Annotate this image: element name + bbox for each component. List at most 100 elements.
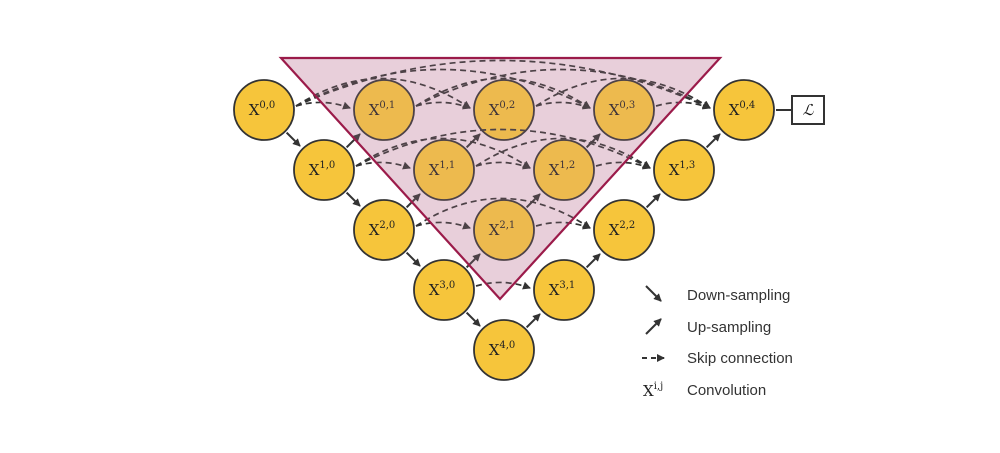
node-label-base: X [429, 161, 440, 179]
node-label: X0,3 [609, 100, 636, 119]
up-sampling-arrow [345, 133, 361, 149]
node-circle [233, 79, 295, 141]
node-label-sup: 0,3 [619, 100, 635, 111]
convolution-nodes: X0,0X1,0X2,0X3,0X4,0X0,1X1,1X2,1X3,1X0,2… [233, 79, 775, 381]
node-circle [713, 79, 775, 141]
triangle-outline [278, 56, 723, 301]
node-label-sup: 0,2 [499, 100, 515, 111]
node-circle [653, 139, 715, 201]
node-x-0-1: X0,1 [353, 79, 415, 141]
node-label: X0,0 [249, 100, 276, 119]
skip-connection-arrow [415, 221, 471, 230]
node-label: X2,1 [489, 220, 516, 239]
down-sampling-arrow-icon [645, 285, 662, 302]
skip-connection-arrow [655, 101, 711, 110]
node-circle [593, 199, 655, 261]
skip-connection-arrow [535, 101, 591, 110]
node-label-sup: 2,1 [499, 220, 515, 231]
node-label-sup: 4,0 [499, 340, 515, 351]
node-x-2-2: X2,2 [593, 199, 655, 261]
legend-conv-label: Convolution [687, 382, 766, 399]
node-label-sup: 3,1 [559, 280, 575, 291]
up-sampling-arrow [525, 193, 541, 209]
skip-connection-arrow [475, 137, 651, 169]
skip-connections [295, 59, 711, 290]
node-label-base: X [489, 101, 500, 119]
loss-label: ℒ [803, 101, 815, 119]
node-circle [413, 259, 475, 321]
node-circle [473, 199, 535, 261]
legend-down-label: Down-sampling [687, 287, 790, 304]
node-label: X0,2 [489, 100, 516, 119]
up-sampling-arrow [405, 193, 421, 209]
up-sampling-arrow-icon [645, 318, 662, 335]
down-sampling-arrow [345, 191, 361, 207]
node-x-0-0: X0,0 [233, 79, 295, 141]
up-sampling-arrow [585, 253, 601, 269]
node-x-0-2: X0,2 [473, 79, 535, 141]
skip-connection-arrow [355, 128, 651, 169]
highlight-triangle-overlay [278, 56, 723, 301]
node-circle [353, 79, 415, 141]
node-label-base: X [729, 101, 740, 119]
up-sampling-arrow [705, 133, 721, 149]
node-x-0-4: X0,4 [713, 79, 775, 141]
sampling-edges [285, 131, 721, 329]
node-circle [353, 199, 415, 261]
node-label-sup: 3,0 [439, 280, 455, 291]
node-circle [533, 259, 595, 321]
node-label: X0,1 [369, 100, 396, 119]
node-label-sup: 0,0 [259, 100, 275, 111]
skip-connection-arrow [415, 197, 591, 229]
loss-box [791, 95, 825, 125]
node-circle [473, 319, 535, 381]
node-label-base: X [609, 101, 620, 119]
skip-connection-arrow [475, 161, 531, 170]
node-label-sup: 1,2 [559, 160, 575, 171]
node-circle [593, 79, 655, 141]
skip-connection-arrow [415, 101, 471, 110]
skip-connection-arrow [295, 68, 591, 109]
node-label: X3,1 [549, 280, 576, 299]
down-sampling-arrow [465, 311, 481, 327]
node-label-sup: 2,2 [619, 220, 635, 231]
node-label: X3,0 [429, 280, 456, 299]
node-label-base: X [369, 101, 380, 119]
up-sampling-arrow [585, 133, 601, 149]
up-sampling-arrow [645, 193, 661, 209]
node-circle [473, 79, 535, 141]
node-label: X4,0 [489, 340, 516, 359]
node-label-sup: 1,1 [439, 160, 455, 171]
skip-connection-arrow [295, 59, 711, 109]
node-x-1-3: X1,3 [653, 139, 715, 201]
node-label: X1,0 [309, 160, 336, 179]
node-label-base: X [309, 161, 320, 179]
skip-connection-arrow [535, 77, 711, 109]
node-circle [413, 139, 475, 201]
node-x-2-0: X2,0 [353, 199, 415, 261]
node-x-2-1: X2,1 [473, 199, 535, 261]
node-label-base: X [549, 281, 560, 299]
node-label: X1,1 [429, 160, 456, 179]
node-label-base: X [609, 221, 620, 239]
node-x-4-0: X4,0 [473, 319, 535, 381]
node-label-base: X [369, 221, 380, 239]
node-x-1-0: X1,0 [293, 139, 355, 201]
node-circle [533, 139, 595, 201]
legend-skip-label: Skip connection [687, 350, 793, 367]
node-x-1-2: X1,2 [533, 139, 595, 201]
node-label-base: X [489, 341, 500, 359]
down-sampling-arrow [285, 131, 301, 147]
node-x-3-0: X3,0 [413, 259, 475, 321]
skip-connection-arrow [415, 77, 591, 109]
node-label: X1,2 [549, 160, 576, 179]
node-label-base: X [669, 161, 680, 179]
node-label: X2,0 [369, 220, 396, 239]
node-label-base: X [549, 161, 560, 179]
skip-connection-arrow [475, 281, 531, 290]
node-label-base: X [249, 101, 260, 119]
node-label-sup: 2,0 [379, 220, 395, 231]
up-sampling-arrow [525, 313, 541, 329]
legend-up-label: Up-sampling [687, 319, 771, 336]
